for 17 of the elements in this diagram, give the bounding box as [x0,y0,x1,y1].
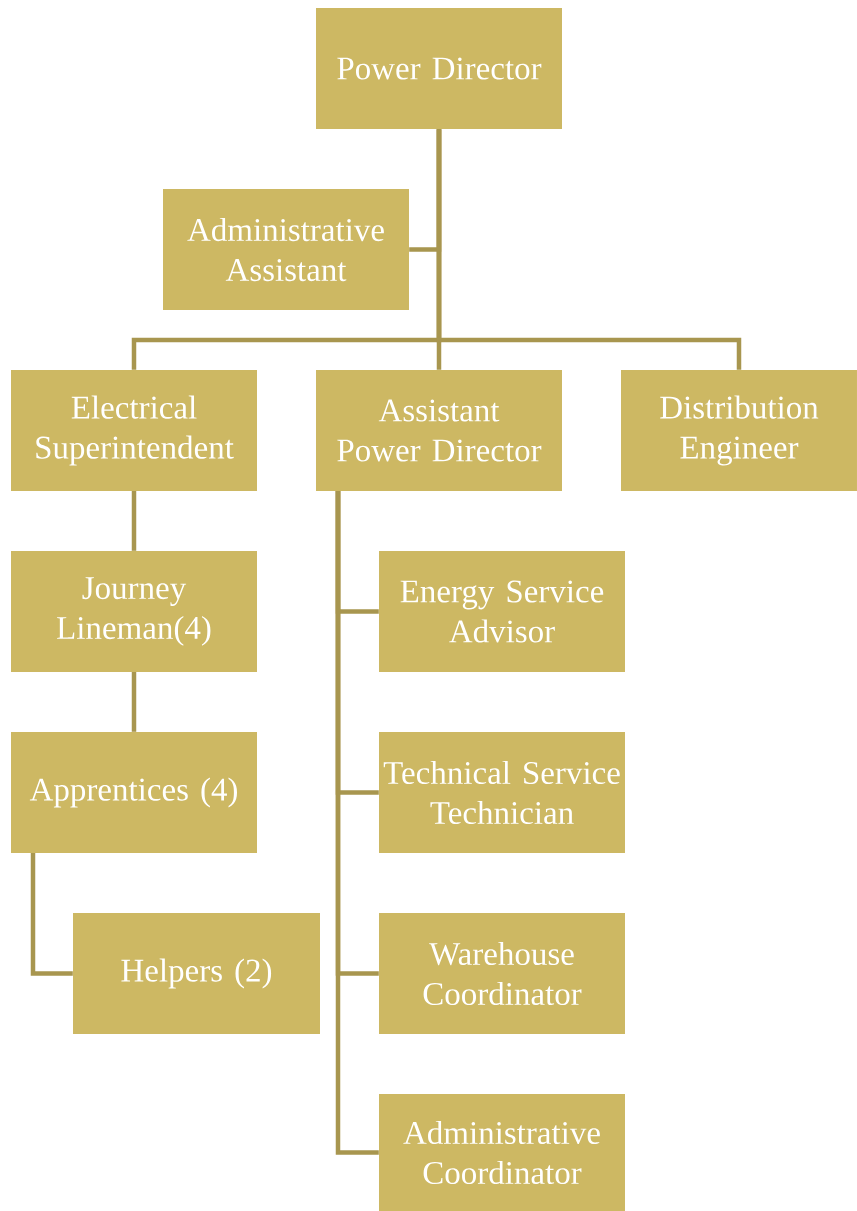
org-box: Journey Lineman(4) [11,551,257,672]
org-box: Administrative Assistant [163,189,409,310]
org-box: Administrative Coordinator [379,1094,625,1211]
connector [335,491,379,1155]
connector [131,491,137,551]
org-box: Apprentices (4) [11,732,257,853]
org-box: Distribution Engineer [621,370,857,491]
org-box: Technical Service Technician [379,732,625,853]
connector [131,672,137,732]
org-box: Electrical Superintendent [11,370,257,491]
org-box: Warehouse Coordinator [379,913,625,1034]
org-box: Helpers (2) [73,913,320,1034]
org-box: Energy Service Advisor [379,551,625,672]
org-box: Assistant Power Director [316,370,562,491]
connector [436,129,742,370]
connector [30,853,73,976]
org-box: Power Director [316,8,562,129]
